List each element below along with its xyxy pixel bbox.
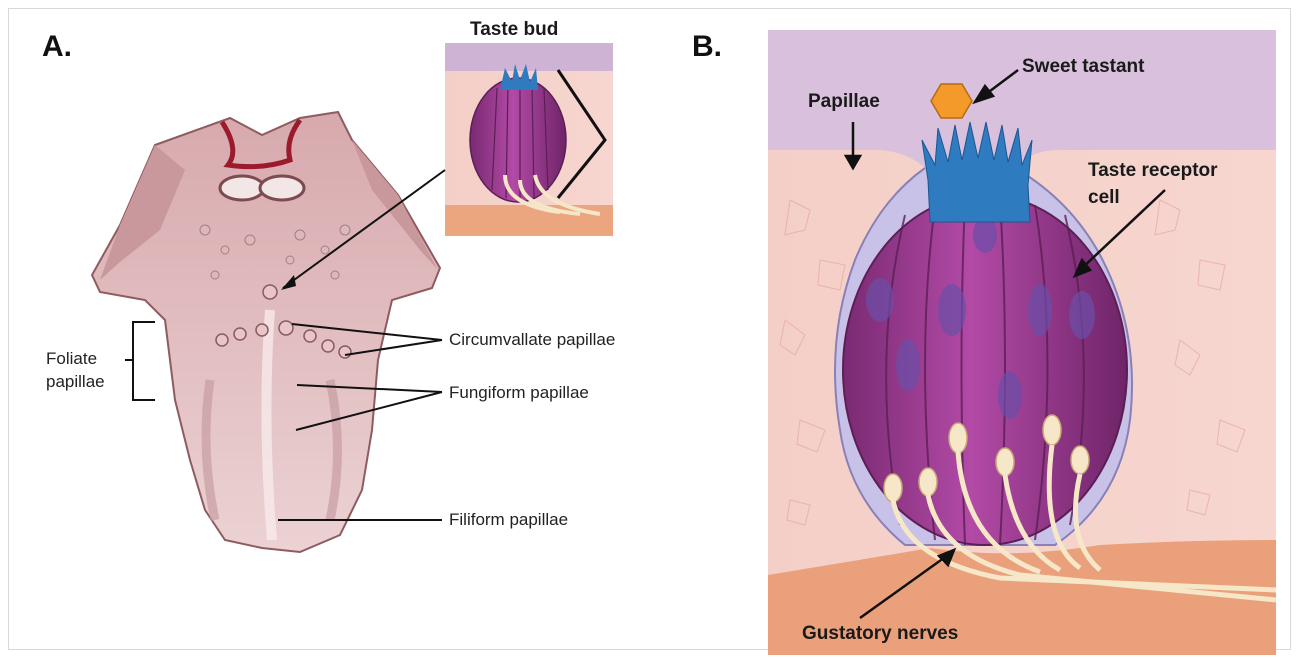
median-sulcus bbox=[266, 310, 272, 540]
sweet-tastant-molecule bbox=[931, 84, 972, 118]
vallecula-left bbox=[220, 176, 264, 200]
panel-b-letter: B. bbox=[692, 30, 722, 64]
taste-receptor-illustration bbox=[768, 30, 1276, 655]
sweet-tastant-label: Sweet tastant bbox=[1022, 56, 1144, 78]
taste-receptor-label-line1: Taste receptor bbox=[1088, 160, 1218, 182]
foliate-bracket bbox=[125, 322, 155, 400]
foliate-label-line2: papillae bbox=[46, 372, 105, 392]
panel-a-letter: A. bbox=[42, 30, 72, 64]
vallecula-right bbox=[260, 176, 304, 200]
filiform-label: Filiform papillae bbox=[449, 510, 568, 530]
papillae-label: Papillae bbox=[808, 91, 880, 113]
tongue-illustration bbox=[92, 112, 440, 552]
foliate-label-line1: Foliate bbox=[46, 349, 97, 369]
gustatory-nerves-label: Gustatory nerves bbox=[802, 623, 958, 645]
taste-receptor-label-line2: cell bbox=[1088, 187, 1120, 209]
circumvallate-label: Circumvallate papillae bbox=[449, 330, 615, 350]
taste-bud-inset bbox=[445, 43, 613, 236]
fungiform-label: Fungiform papillae bbox=[449, 383, 589, 403]
taste-bud-title: Taste bud bbox=[470, 19, 558, 41]
inset-bud bbox=[470, 78, 566, 202]
